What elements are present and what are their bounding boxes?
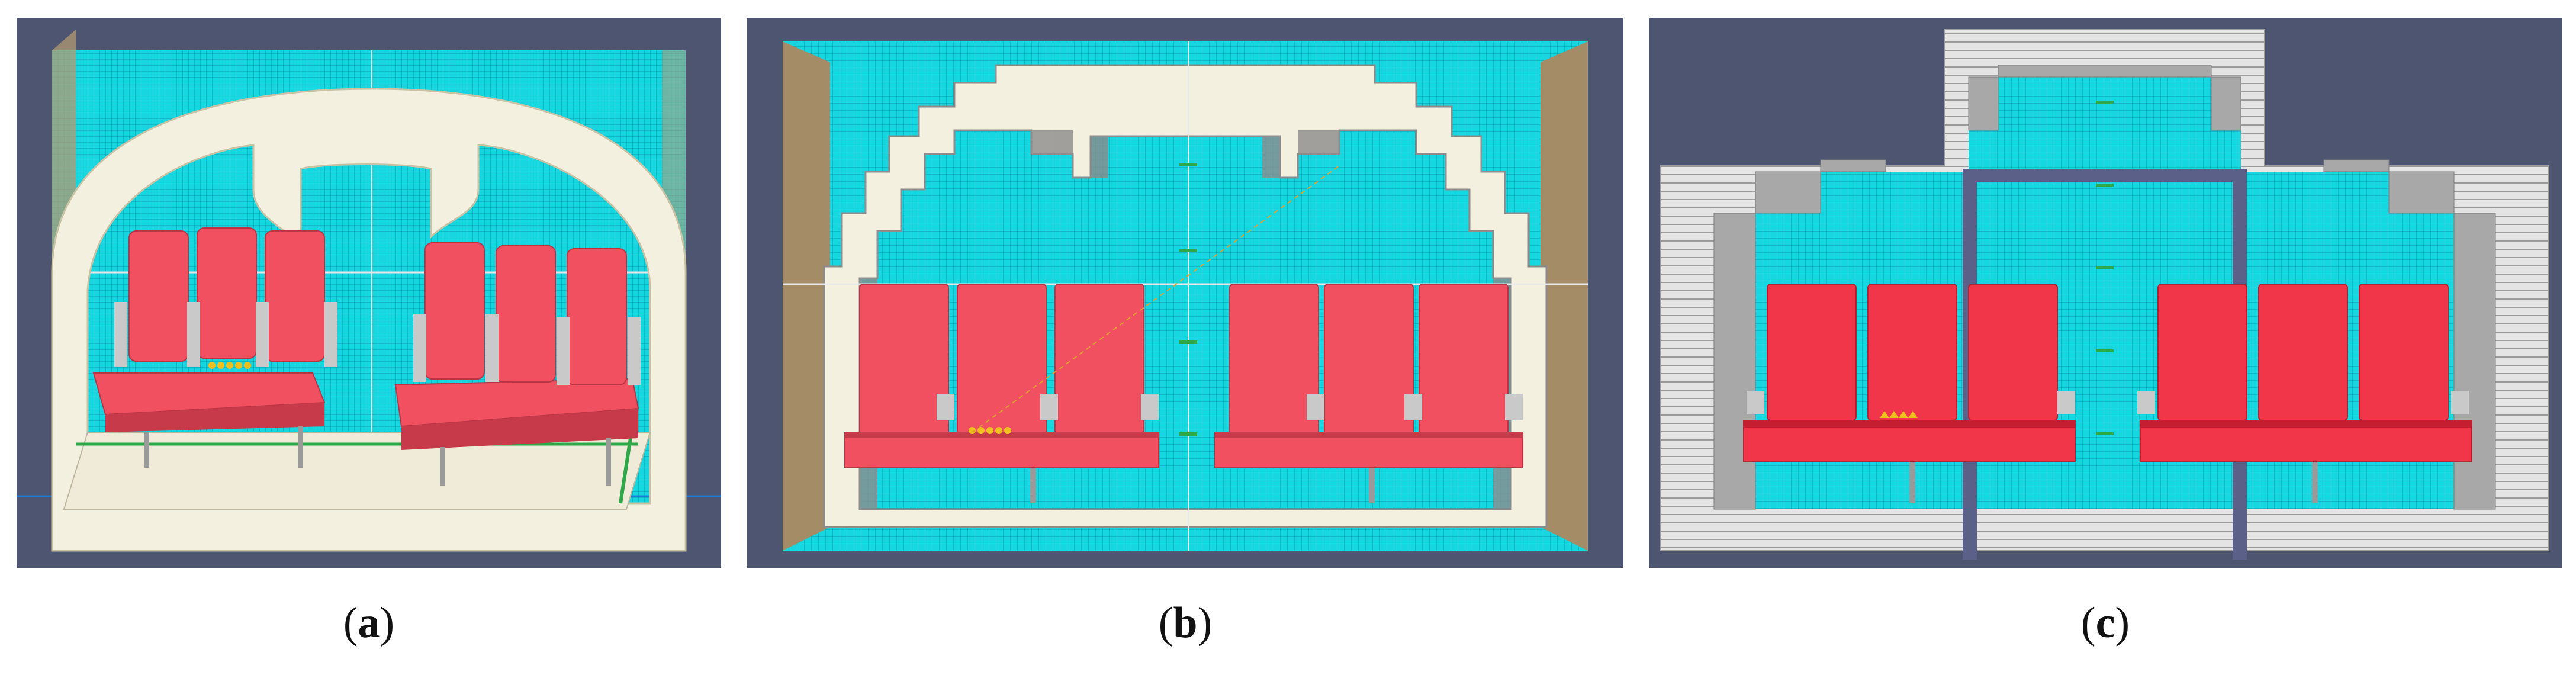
seat-back <box>2258 284 2348 421</box>
seat-back <box>2359 284 2449 421</box>
domain-side-wall <box>783 41 830 551</box>
seat-back <box>1324 284 1414 439</box>
heat-source-manikins <box>1880 411 1918 418</box>
seat-row-right <box>2140 284 2472 503</box>
heat-source-manikins <box>208 362 251 369</box>
panel-c-front-mesh-view <box>1649 18 2562 568</box>
front-mesh-model <box>1660 29 2549 560</box>
caption-c: (c) <box>2080 599 2130 647</box>
seat-back <box>197 227 257 359</box>
panel-b-front-view <box>747 18 1623 568</box>
seat-row-right <box>394 242 641 450</box>
seat-back <box>957 284 1047 439</box>
seat-row-left <box>844 284 1159 503</box>
caption-c-letter: c <box>2095 599 2115 647</box>
caption-b: (b) <box>1158 599 1213 647</box>
seat-back <box>859 284 949 439</box>
caption-b-letter: b <box>1173 599 1198 647</box>
seat-row-right <box>1214 284 1523 503</box>
seat-back <box>1867 284 1957 421</box>
seat-back <box>2157 284 2247 421</box>
perspective-cabin-model <box>17 30 721 552</box>
seat-row-left <box>1743 284 2076 503</box>
seat-back <box>1968 284 2058 421</box>
domain-side-wall-right <box>1541 41 1588 551</box>
front-cabin-model <box>783 41 1588 551</box>
seat-back <box>1229 284 1319 439</box>
seat-back <box>496 245 556 383</box>
seat-back <box>1767 284 1857 421</box>
seat-back <box>1419 284 1509 439</box>
seat-back <box>567 248 627 385</box>
seat-back <box>424 242 485 380</box>
heat-source-manikins <box>969 427 1011 434</box>
caption-a: (a) <box>343 599 395 647</box>
caption-a-letter: a <box>358 599 380 647</box>
panel-a-perspective-view <box>17 18 721 568</box>
seat-back <box>128 230 189 362</box>
seat-row-left <box>92 227 337 432</box>
seat-back <box>265 230 325 362</box>
seat-back <box>1054 284 1144 439</box>
stepped-shell-cells <box>1713 65 2496 510</box>
